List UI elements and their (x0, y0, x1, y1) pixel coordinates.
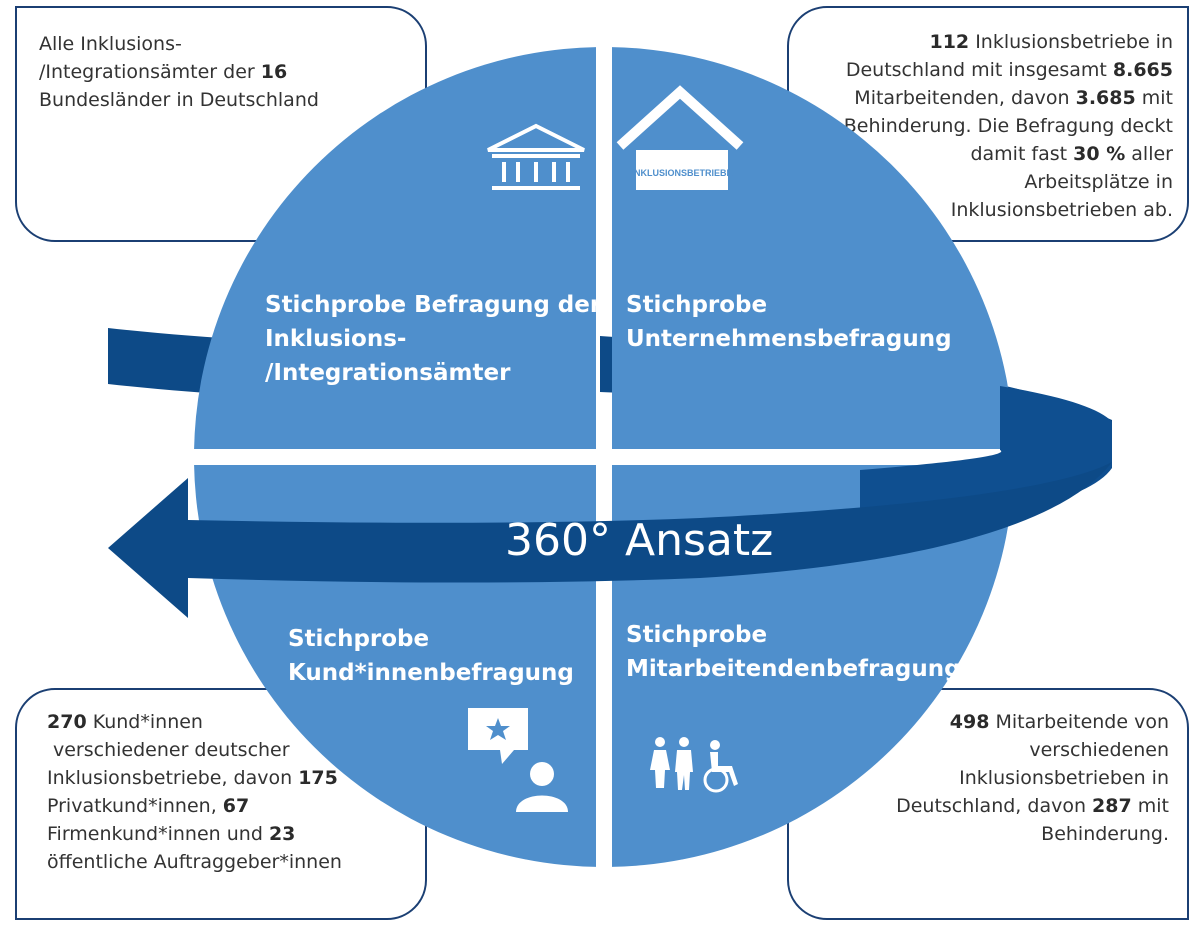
box-number: 112 (929, 31, 970, 53)
box-number: 270 (47, 711, 87, 733)
box-text: Behinderung. Die Befragung deckt (843, 115, 1173, 137)
box-text: Privatkund*innen, (47, 795, 223, 817)
box-line: 270 Kund*innen (47, 708, 417, 736)
box-line: Mitarbeitenden, davon 3.685 mit (801, 84, 1173, 112)
box-text: Deutschland mit insgesamt (845, 59, 1113, 81)
center-label: 360° Ansatz (505, 515, 774, 566)
box-line: damit fast 30 % aller (801, 140, 1173, 168)
box-number: 30 % (1073, 143, 1126, 165)
box-text: Behinderung. (1041, 823, 1169, 845)
box-line: verschiedenen (801, 736, 1169, 764)
box-number: 3.685 (1075, 87, 1136, 109)
box-number: 498 (949, 711, 990, 733)
box-text: Inklusionsbetrieben ab. (950, 199, 1173, 221)
box-text: Mitarbeitende von (989, 711, 1170, 733)
house-icon: INKLUSIONSBETRIEBE (616, 85, 744, 190)
quadrant-label-employees: Stichprobe Mitarbeitendenbefragung (626, 618, 961, 686)
box-text: Mitarbeitenden, davon (854, 87, 1076, 109)
box-number: 67 (222, 795, 250, 817)
box-text: verschiedener deutscher (53, 739, 290, 761)
box-text: Alle Inklusions- (39, 33, 182, 55)
box-line: Inklusionsbetriebe, davon 175 (47, 764, 417, 792)
quadrant-label-line: Kund*innenbefragung (288, 660, 574, 686)
box-text: aller (1125, 143, 1173, 165)
box-text: /Integrationsämter der (39, 61, 261, 83)
circle-quadrants (194, 47, 1014, 867)
box-text: Arbeitsplätze in (1024, 171, 1173, 193)
box-number: 16 (260, 61, 288, 83)
quadrant-top-right (612, 47, 1014, 449)
quadrant-label-customers: Stichprobe Kund*innenbefragung (288, 622, 574, 690)
quadrant-label-line: Stichprobe Befragung der (265, 292, 602, 318)
box-line: Arbeitsplätze in (801, 168, 1173, 196)
box-text: Deutschland, davon (896, 795, 1093, 817)
box-line: Inklusionsbetrieben ab. (801, 196, 1173, 224)
quadrant-label-line: Stichprobe (626, 622, 768, 648)
box-text: Firmenkund*innen und (47, 823, 269, 845)
box-line: Firmenkund*innen und 23 (47, 820, 417, 848)
info-box-authorities: Alle Inklusions- /Integrationsämter der … (15, 6, 427, 242)
box-text: Bundesländer in Deutschland (39, 89, 319, 111)
box-text: Inklusionsbetriebe in (969, 31, 1173, 53)
box-line: Behinderung. Die Befragung deckt (801, 112, 1173, 140)
box-line: öffentliche Auftraggeber*innen (47, 848, 417, 876)
box-line: Behinderung. (801, 820, 1169, 848)
arrow-front-band (108, 462, 1112, 618)
box-text: Inklusionsbetriebe, davon (47, 767, 299, 789)
box-text: damit fast (970, 143, 1074, 165)
box-line: /Integrationsämter der 16 (39, 58, 415, 86)
box-number: 287 (1092, 795, 1132, 817)
box-line: 498 Mitarbeitende von (801, 708, 1169, 736)
box-line: Bundesländer in Deutschland (39, 86, 415, 114)
box-number: 23 (268, 823, 296, 845)
box-line: Privatkund*innen, 67 (47, 792, 417, 820)
box-line: Deutschland, davon 287 mit (801, 792, 1169, 820)
box-number: 175 (298, 767, 338, 789)
quadrant-label-companies: Stichprobe Unternehmensbefragung (626, 288, 952, 356)
house-icon-label: INKLUSIONSBETRIEBE (631, 168, 732, 178)
box-text: verschiedenen (1029, 739, 1169, 761)
box-line: verschiedener deutscher (47, 736, 417, 764)
box-line: 112 Inklusionsbetriebe in (801, 28, 1173, 56)
box-line: Deutschland mit insgesamt 8.665 (801, 56, 1173, 84)
quadrant-label-line: Stichprobe (288, 626, 430, 652)
quadrant-label-line: Stichprobe (626, 292, 768, 318)
box-text: öffentliche Auftraggeber*innen (47, 851, 342, 873)
customer-feedback-icon (468, 708, 568, 812)
quadrant-label-line: Unternehmensbefragung (626, 326, 952, 352)
quadrant-label-line: Mitarbeitendenbefragung (626, 656, 961, 682)
quadrant-label-authorities: Stichprobe Befragung der Inklusions- /In… (265, 288, 601, 390)
box-line: Alle Inklusions- (39, 30, 415, 58)
box-text: mit (1131, 795, 1169, 817)
box-text: Inklusionsbetrieben in (959, 767, 1169, 789)
quadrant-label-line: Inklusions- (265, 326, 407, 352)
courthouse-icon (487, 123, 585, 190)
box-text: mit (1135, 87, 1173, 109)
people-wheelchair-icon (650, 737, 738, 793)
box-text: Kund*innen (86, 711, 203, 733)
box-line: Inklusionsbetrieben in (801, 764, 1169, 792)
quadrant-label-line: /Integrationsämter (265, 360, 511, 386)
box-number: 8.665 (1112, 59, 1173, 81)
